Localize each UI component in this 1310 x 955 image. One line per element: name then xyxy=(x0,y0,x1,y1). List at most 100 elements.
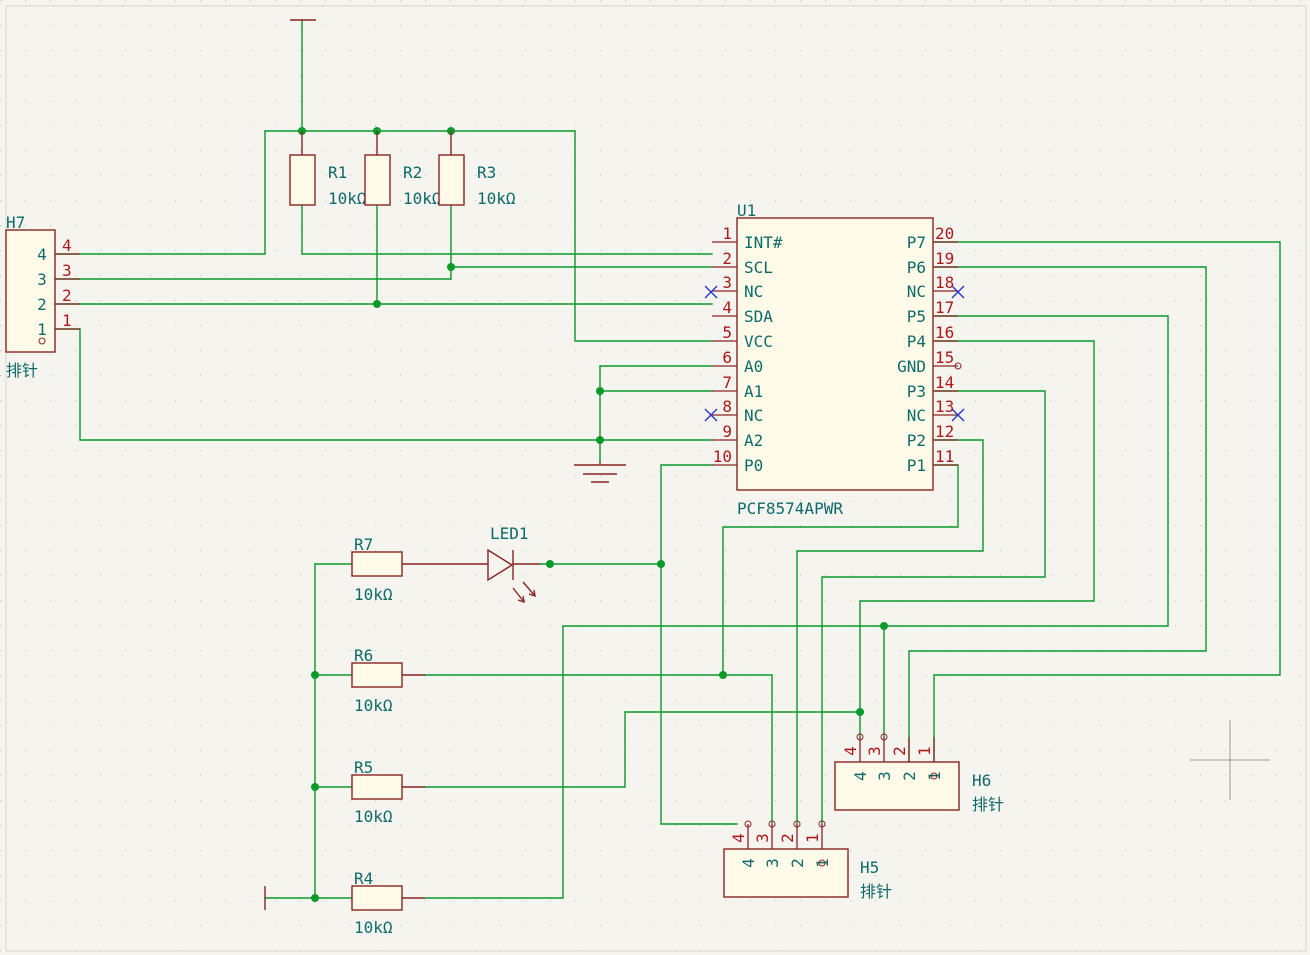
header-top-number: 3 xyxy=(865,746,884,756)
resistor-r3[interactable]: R3 10kΩ xyxy=(438,131,516,208)
r7-ref: R7 xyxy=(354,535,373,554)
h6-open-pin xyxy=(856,733,864,741)
u1-pin-name: P4 xyxy=(907,332,926,351)
u1-pin-number: 11 xyxy=(935,447,954,466)
h7-wire-number: 3 xyxy=(62,261,72,280)
u1-pin-name: NC xyxy=(744,282,763,301)
u1-pin-name: VCC xyxy=(744,332,773,351)
led1[interactable]: LED1 xyxy=(425,524,540,604)
u1-pin-number: 6 xyxy=(722,348,732,367)
header-pin-label: 3 xyxy=(763,858,782,868)
header-top-number: 1 xyxy=(915,746,934,756)
u1-pin-name: A0 xyxy=(744,357,763,376)
u1-pin-number: 18 xyxy=(935,273,954,292)
resistor-r1[interactable]: R1 10kΩ xyxy=(289,131,367,208)
r7-value: 10kΩ xyxy=(354,585,393,604)
nc-pin-13 xyxy=(951,408,965,422)
u1-ref: U1 xyxy=(737,201,756,220)
r4-ref: R4 xyxy=(354,869,373,888)
resistor-r4[interactable]: R4 10kΩ xyxy=(351,869,425,937)
r6-ref: R6 xyxy=(354,646,373,665)
u1-pin-number: 20 xyxy=(935,224,954,243)
h5-open-pin xyxy=(818,820,826,828)
h7-wire-number: 1 xyxy=(62,311,72,330)
header-top-number: 4 xyxy=(729,833,748,843)
resistor-r2[interactable]: R2 10kΩ xyxy=(364,131,442,208)
u1-pin-name: NC xyxy=(907,282,926,301)
header-top-number: 4 xyxy=(841,746,860,756)
resistor-r5[interactable]: R5 10kΩ xyxy=(351,758,425,826)
u1-pin-number: 4 xyxy=(722,298,732,317)
r3-value: 10kΩ xyxy=(477,189,516,208)
header-top-number: 1 xyxy=(803,833,822,843)
h5-value: 排针 xyxy=(860,882,892,901)
u1-pin-name: SCL xyxy=(744,258,773,277)
u1-pin-number: 2 xyxy=(722,249,732,268)
h7-wire-number: 4 xyxy=(62,236,72,255)
header-pin-label: 4 xyxy=(851,771,870,781)
led1-ref: LED1 xyxy=(490,524,529,543)
u1-value: PCF8574APWR xyxy=(737,499,843,518)
u1-pin-number: 14 xyxy=(935,373,954,392)
header-pin-label: 1 xyxy=(925,771,944,781)
cursor-crosshair-icon xyxy=(1190,720,1270,800)
u1-pin-number: 12 xyxy=(935,422,954,441)
r3-ref: R3 xyxy=(477,163,496,182)
header-top-number: 2 xyxy=(778,833,797,843)
u1-pin-name: GND xyxy=(897,357,926,376)
nc-pin-18 xyxy=(951,285,965,299)
u1-pin-name: SDA xyxy=(744,307,773,326)
u1-pin-number: 19 xyxy=(935,249,954,268)
h5-open-pin xyxy=(744,820,752,828)
r4-value: 10kΩ xyxy=(354,918,393,937)
u1-pin-number: 13 xyxy=(935,397,954,416)
u1-pin-name: A2 xyxy=(744,431,763,450)
h6-open-pin xyxy=(880,733,888,741)
nc-pin-8 xyxy=(704,408,718,422)
header-top-number: 3 xyxy=(753,833,772,843)
u1-right-pins: 20P719P618NC17P516P415GND14P313NC12P211P… xyxy=(897,224,958,475)
header-pin-label: 4 xyxy=(739,858,758,868)
u1-pin-name: P0 xyxy=(744,456,763,475)
u1-pin-number: 10 xyxy=(713,447,732,466)
h7-pin-label: 2 xyxy=(37,295,47,314)
no-connect-markers xyxy=(704,285,965,422)
h7-pin-label: 4 xyxy=(37,245,47,264)
r5-value: 10kΩ xyxy=(354,807,393,826)
h5-ref: H5 xyxy=(860,858,879,877)
u1-pin-name: P2 xyxy=(907,431,926,450)
r2-value: 10kΩ xyxy=(403,189,442,208)
u1-pin-name: INT# xyxy=(744,233,783,252)
u1-pin-number: 1 xyxy=(722,224,732,243)
r6-value: 10kΩ xyxy=(354,696,393,715)
u1-pin-name: NC xyxy=(744,406,763,425)
h7-wire-number: 2 xyxy=(62,286,72,305)
u1-pin-number: 17 xyxy=(935,298,954,317)
r5-ref: R5 xyxy=(354,758,373,777)
ground-symbol xyxy=(574,462,626,483)
r2-ref: R2 xyxy=(403,163,422,182)
resistor-r6[interactable]: R6 10kΩ xyxy=(351,646,425,715)
h6-value: 排针 xyxy=(972,795,1004,814)
u1-pin-name: P3 xyxy=(907,382,926,401)
h7-ref: H7 xyxy=(6,213,25,232)
u1-pin-name: P7 xyxy=(907,233,926,252)
u1-pin-number: 7 xyxy=(722,373,732,392)
resistor-r7[interactable]: R7 10kΩ xyxy=(351,535,425,604)
h7-value: 排针 xyxy=(6,361,38,380)
h5-open-pin xyxy=(768,820,776,828)
u1-pin-name: P1 xyxy=(907,456,926,475)
u1-pin-name: P6 xyxy=(907,258,926,277)
u1-pin-name: P5 xyxy=(907,307,926,326)
gnd-pin-open-circle xyxy=(954,362,962,370)
sheet-border xyxy=(5,5,1307,952)
header-pin-label: 1 xyxy=(813,858,832,868)
header-pin-label: 2 xyxy=(900,771,919,781)
